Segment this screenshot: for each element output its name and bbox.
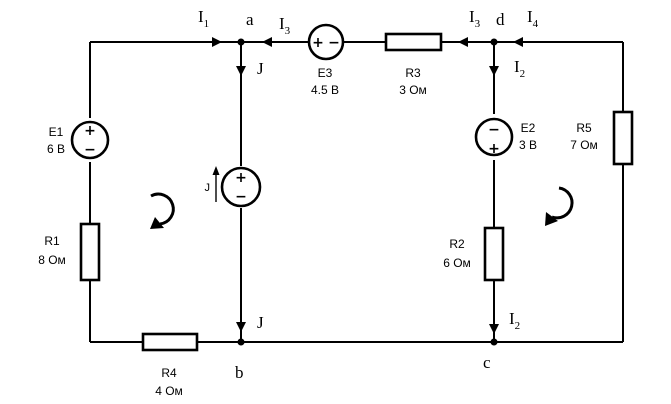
e1-value: 6 В <box>47 142 65 156</box>
j-minus-sign: − <box>235 189 247 205</box>
node-label-b: b <box>235 363 244 382</box>
junction-a <box>237 38 245 46</box>
r1-name: R1 <box>44 234 60 248</box>
resistor-r4 <box>141 332 199 352</box>
source-e3: + − <box>307 23 345 61</box>
r4-name: R4 <box>161 366 177 380</box>
r3-value: 3 Ом <box>399 83 427 97</box>
source-e1: + − <box>70 120 110 160</box>
e2-minus-sign: − <box>488 122 500 138</box>
junction-c <box>490 338 498 346</box>
r2-value: 6 Ом <box>443 256 471 270</box>
r4-value: 4 Ом <box>155 384 183 398</box>
node-label-c: c <box>483 353 491 372</box>
j-source-label: J <box>205 182 211 194</box>
e3-minus-sign: − <box>328 35 340 51</box>
arrow-j-top <box>236 66 246 76</box>
j-plus-sign: + <box>235 170 247 186</box>
loop-arrow-left <box>150 192 175 229</box>
arrow-i3-right <box>458 37 468 47</box>
r5-value: 7 Ом <box>570 138 598 152</box>
label-i3-left: I3 <box>279 14 291 37</box>
e2-name: E2 <box>521 121 536 135</box>
resistor-r2 <box>483 226 505 282</box>
arrow-i2-top <box>489 66 499 76</box>
e2-plus-sign: + <box>488 141 500 157</box>
label-i2-bottom: I2 <box>509 309 520 332</box>
r2-name: R2 <box>449 237 465 251</box>
resistor-r3 <box>384 32 443 52</box>
e1-plus-sign: + <box>84 123 96 139</box>
e1-name: E1 <box>49 125 64 139</box>
r3-name: R3 <box>405 66 421 80</box>
arrow-i1 <box>212 37 222 47</box>
arrow-i3-left <box>262 37 272 47</box>
current-source-j: + − J <box>205 166 262 208</box>
r1-value: 8 Ом <box>38 253 66 267</box>
node-label-d: d <box>496 10 505 29</box>
e2-value: 3 В <box>519 138 537 152</box>
arrow-j-bottom <box>236 322 246 332</box>
label-i2-top: I2 <box>514 57 525 80</box>
junction-d <box>490 38 498 46</box>
label-i4: I4 <box>527 7 539 30</box>
e3-value: 4.5 В <box>311 83 339 97</box>
junction-b <box>237 338 245 346</box>
label-j-top: J <box>257 59 264 78</box>
resistor-r5 <box>612 110 634 166</box>
node-label-a: a <box>246 10 254 29</box>
source-e2: − + <box>474 117 514 157</box>
resistor-r1 <box>79 222 101 282</box>
loop-arrow-right <box>545 186 574 226</box>
e3-name: E3 <box>318 66 333 80</box>
label-j-bottom: J <box>257 313 264 332</box>
label-i3-right: I3 <box>469 7 481 30</box>
wires <box>89 41 624 343</box>
e3-plus-sign: + <box>312 35 324 51</box>
r5-name: R5 <box>576 121 592 135</box>
label-i1: I1 <box>198 7 209 30</box>
arrow-i4 <box>513 37 523 47</box>
e1-minus-sign: − <box>84 142 96 158</box>
j-source-arrow-head <box>212 166 220 175</box>
arrow-i2-bottom <box>489 324 499 334</box>
